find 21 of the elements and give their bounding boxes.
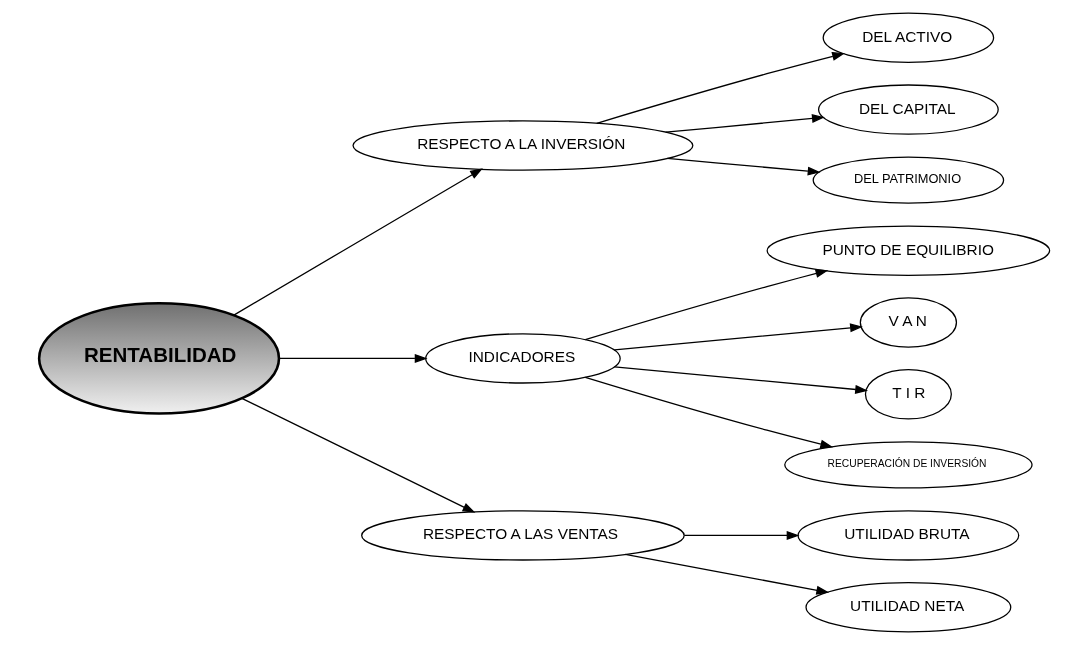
node-ellipse: INDICADORES [425, 333, 621, 384]
arrow [665, 114, 825, 133]
node-ellipse: T I R [864, 369, 952, 420]
arrow [596, 51, 845, 124]
arrow [584, 269, 829, 341]
arrow [666, 157, 821, 176]
node-ellipse: DEL CAPITAL [817, 84, 999, 135]
arrow [624, 553, 830, 595]
arrow [241, 397, 476, 513]
arrow [233, 168, 483, 316]
arrow [613, 366, 869, 394]
node-ellipse: RESPECTO A LA INVERSIÓN [352, 120, 694, 171]
arrow [584, 376, 834, 449]
node-ellipse: V A N [859, 297, 958, 348]
arrow [278, 353, 428, 363]
node-ellipse: DEL PATRIMONIO [812, 156, 1005, 204]
node-ellipse: UTILIDAD BRUTA [797, 510, 1020, 561]
arrow [613, 323, 863, 351]
arrow [683, 530, 800, 540]
node-ellipse: RENTABILIDAD [37, 301, 281, 415]
node-ellipse: RESPECTO A LAS VENTAS [361, 510, 685, 561]
